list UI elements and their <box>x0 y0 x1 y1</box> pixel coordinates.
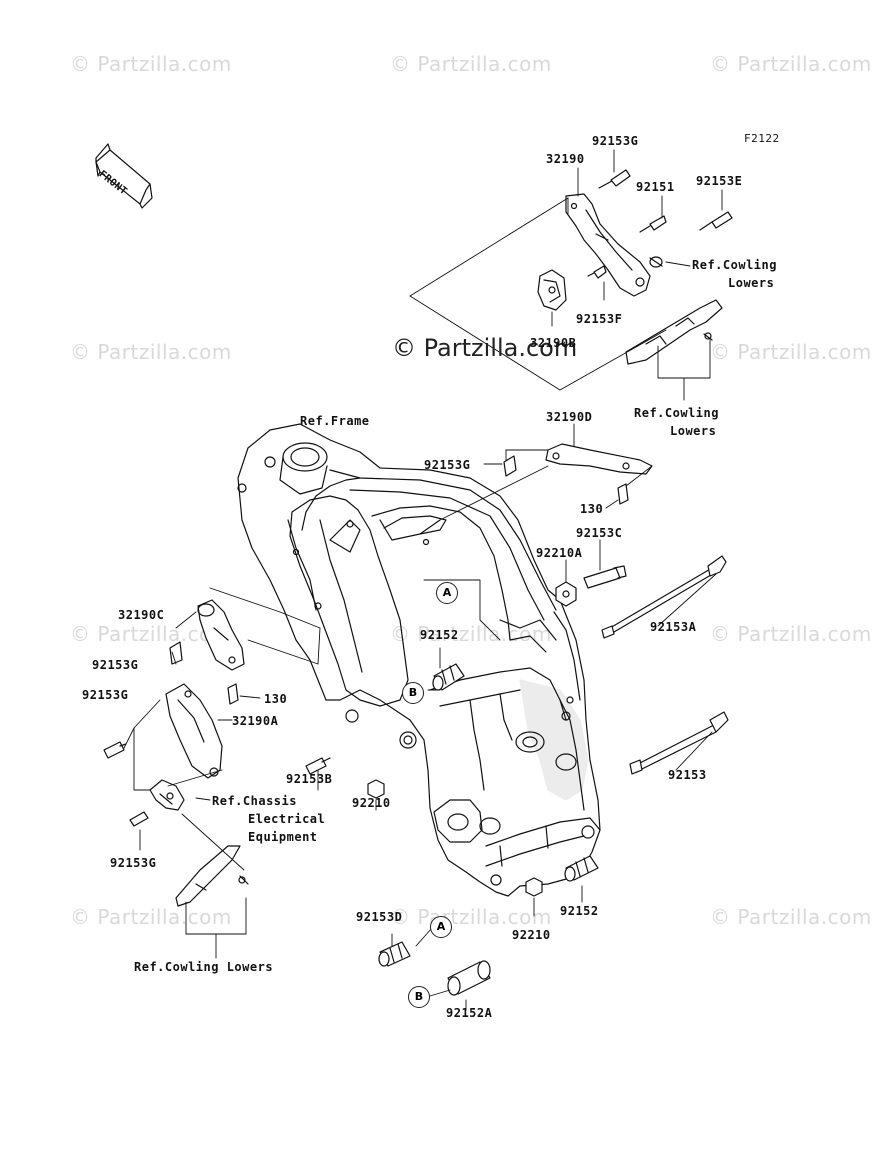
part-label: 32190D <box>546 410 593 424</box>
bolt-130-left <box>227 683 239 705</box>
bolt-92153 <box>629 711 729 775</box>
bolt-92153G-top <box>598 169 631 189</box>
part-label: 92210 <box>512 928 551 942</box>
watermark: © Partzilla.com <box>70 340 232 364</box>
ref-label: Lowers <box>670 424 717 438</box>
bracket-chassis <box>149 779 185 811</box>
marker-b: B <box>408 986 430 1008</box>
marker-a: A <box>436 582 458 604</box>
nut-92210A <box>555 581 577 607</box>
part-label: 32190C <box>118 608 165 622</box>
bolt-92153G-left1 <box>169 641 183 665</box>
bolt-92153A <box>601 555 727 639</box>
part-label: 92152A <box>446 1006 493 1020</box>
watermark: © Partzilla.com <box>70 52 232 76</box>
bracket-32190C <box>197 599 245 671</box>
bolt-92153C <box>583 565 627 589</box>
collar-92152-low <box>564 855 599 882</box>
diagram-code: F2122 <box>744 132 780 145</box>
part-label: 32190B <box>530 336 577 350</box>
part-label: 92153G <box>592 134 639 148</box>
part-label: 92153A <box>650 620 697 634</box>
collar-92152A <box>447 960 491 996</box>
bolt-92153B <box>305 757 331 775</box>
marker-a: A <box>430 916 452 938</box>
bolt-92153G-mid <box>503 455 517 477</box>
bolt-130-top <box>617 483 629 505</box>
watermark: © Partzilla.com <box>390 905 552 929</box>
part-label: 92152 <box>560 904 599 918</box>
ref-label: Ref.Frame <box>300 414 370 428</box>
nut-92210-mid <box>367 779 385 799</box>
nut-92210-low <box>525 877 543 897</box>
part-label: 92153F <box>576 312 623 326</box>
part-label: 92153G <box>424 458 471 472</box>
part-label: 92153G <box>92 658 139 672</box>
bracket-32190D <box>545 443 653 475</box>
part-label: 92153B <box>286 772 333 786</box>
bracket-32190A <box>165 683 223 779</box>
watermark: © Partzilla.com <box>390 52 552 76</box>
frame-outline <box>237 423 601 897</box>
bracket-32190B <box>537 269 567 311</box>
front-arrow-icon <box>95 143 153 209</box>
part-label: 92210 <box>352 796 391 810</box>
watermark: © Partzilla.com <box>710 52 872 76</box>
part-label: 92151 <box>636 180 675 194</box>
part-label: 92153G <box>110 856 157 870</box>
part-label: 92153C <box>576 526 623 540</box>
ref-label: Ref.Cowling <box>692 258 777 272</box>
bolt-92153E <box>699 211 733 231</box>
part-label: 92210A <box>536 546 583 560</box>
ref-label: Equipment <box>248 830 318 844</box>
collar-92153D <box>378 941 411 967</box>
part-label: 92153E <box>696 174 743 188</box>
collar-92152-mid <box>432 663 465 691</box>
cowling-lowers-bottom <box>175 845 249 907</box>
ref-label: Ref.Cowling Lowers <box>134 960 274 974</box>
bolt-92153F <box>587 265 607 279</box>
watermark: © Partzilla.com <box>710 905 872 929</box>
ref-label: Lowers <box>728 276 775 290</box>
ref-label: Ref.Cowling <box>634 406 719 420</box>
part-label: 92153G <box>82 688 129 702</box>
watermark: © Partzilla.com <box>710 340 872 364</box>
part-label: 130 <box>264 692 288 706</box>
watermark: © Partzilla.com <box>70 905 232 929</box>
watermark-center: © Partzilla.com <box>392 334 578 362</box>
part-label: 32190A <box>232 714 279 728</box>
bracket-32190 <box>565 193 651 297</box>
part-label: 92152 <box>420 628 459 642</box>
ref-label: Electrical <box>248 812 326 826</box>
part-label: 32190 <box>546 152 585 166</box>
bolt-92153G-left3 <box>129 811 149 827</box>
cowling-lowers-top <box>625 299 723 365</box>
part-label: 92153 <box>668 768 707 782</box>
ref-label: Ref.Chassis <box>212 794 297 808</box>
bolt-92153G-left2 <box>103 741 127 759</box>
watermark: © Partzilla.com <box>710 622 872 646</box>
part-label: 130 <box>580 502 604 516</box>
marker-b: B <box>402 682 424 704</box>
bolt-92151 <box>639 215 667 233</box>
part-label: 92153D <box>356 910 403 924</box>
